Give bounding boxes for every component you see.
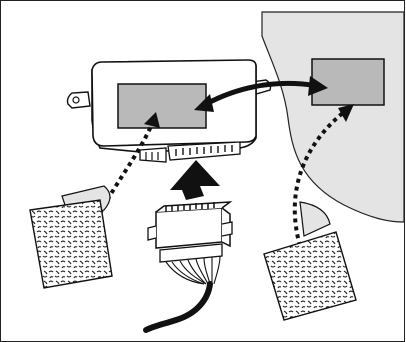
surface-pad-area bbox=[311, 58, 385, 106]
unit-pad-area bbox=[117, 83, 207, 129]
unit-connector-socket bbox=[139, 141, 241, 163]
pad-to-surface-arrow bbox=[292, 110, 346, 247]
plug-in-arrow bbox=[170, 160, 220, 200]
left-adhesive-pad bbox=[29, 185, 113, 289]
pad-to-surface-arrow-head bbox=[338, 104, 354, 122]
right-adhesive-pad bbox=[263, 201, 357, 321]
mount-arrow bbox=[203, 80, 321, 107]
tab-hole-left bbox=[72, 96, 80, 104]
cable bbox=[143, 281, 213, 333]
mount-arrow-head-left bbox=[194, 94, 214, 112]
pad-to-unit-arrow-head bbox=[144, 112, 160, 128]
mount-arrow-head-right bbox=[308, 76, 328, 96]
wiring-connector bbox=[147, 201, 233, 263]
wire-harness bbox=[165, 255, 221, 285]
